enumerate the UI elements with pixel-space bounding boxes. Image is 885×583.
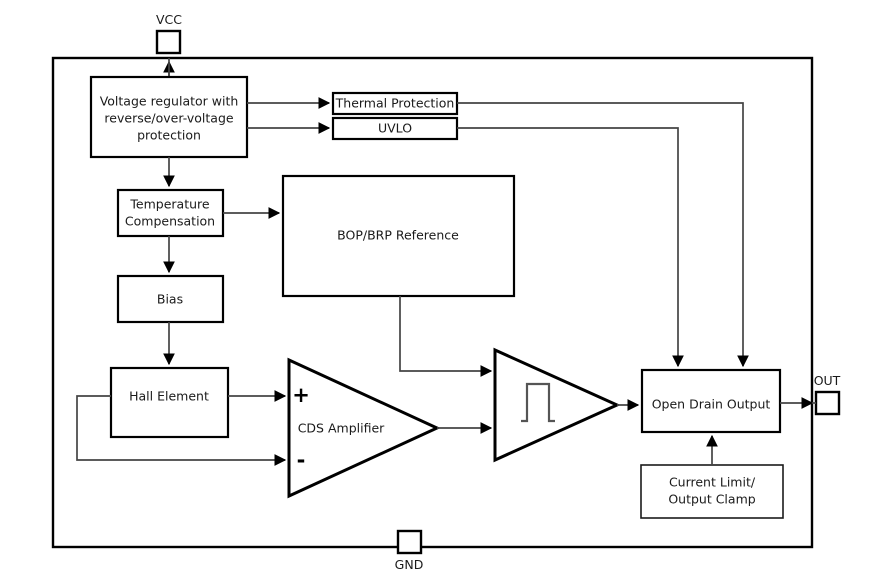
block-hall-element[interactable] [109, 366, 230, 439]
block-voltage-regulator[interactable] [89, 75, 249, 159]
block-voltage-regulator-line2: reverse/over-voltage [104, 111, 233, 126]
wire-thermal-protection-to-open-drain [457, 102, 749, 368]
block-current-limit-output-clamp[interactable] [640, 464, 784, 519]
pin-gnd[interactable] [396, 529, 423, 555]
wire-bop-brp-to-schmitt [399, 296, 493, 377]
pin-gnd-label: GND [395, 557, 424, 572]
block-hall-element-label: Hall Element [129, 389, 209, 404]
block-bias-label: Bias [157, 292, 183, 307]
block-current-limit-line1: Current Limit/ [669, 475, 756, 490]
cds-amplifier-minus-sign: - [297, 448, 306, 472]
wire-uvlo-to-open-drain [457, 127, 684, 368]
block-open-drain-output[interactable] [640, 368, 782, 434]
block-thermal-protection-label: Thermal Protection [335, 96, 455, 111]
block-temperature-compensation[interactable] [116, 188, 225, 238]
block-cds-amplifier[interactable] [287, 357, 441, 499]
hysteresis-icon [521, 382, 555, 423]
pin-out[interactable] [814, 390, 841, 416]
pin-out-label: OUT [814, 373, 841, 388]
block-cds-amplifier-label: CDS Amplifier [298, 421, 385, 436]
block-uvlo-label: UVLO [378, 121, 412, 136]
block-bias[interactable] [116, 274, 225, 324]
wire-hall-element-to-cds-minus [76, 395, 287, 466]
cds-amplifier-plus-sign: + [292, 383, 310, 407]
pin-vcc-label: VCC [156, 12, 182, 27]
block-open-drain-output-label: Open Drain Output [652, 397, 771, 412]
block-temperature-compensation-line2: Compensation [125, 214, 215, 229]
block-bop-brp-reference[interactable] [281, 174, 516, 298]
block-voltage-regulator-line1: Voltage regulator with [100, 94, 239, 109]
block-current-limit-line2: Output Clamp [668, 492, 755, 507]
pin-vcc[interactable] [155, 29, 182, 55]
block-temperature-compensation-line1: Temperature [129, 197, 209, 212]
block-schmitt-trigger[interactable] [493, 347, 621, 463]
block-voltage-regulator-line3: protection [137, 128, 201, 143]
block-bop-brp-reference-label: BOP/BRP Reference [337, 228, 459, 243]
